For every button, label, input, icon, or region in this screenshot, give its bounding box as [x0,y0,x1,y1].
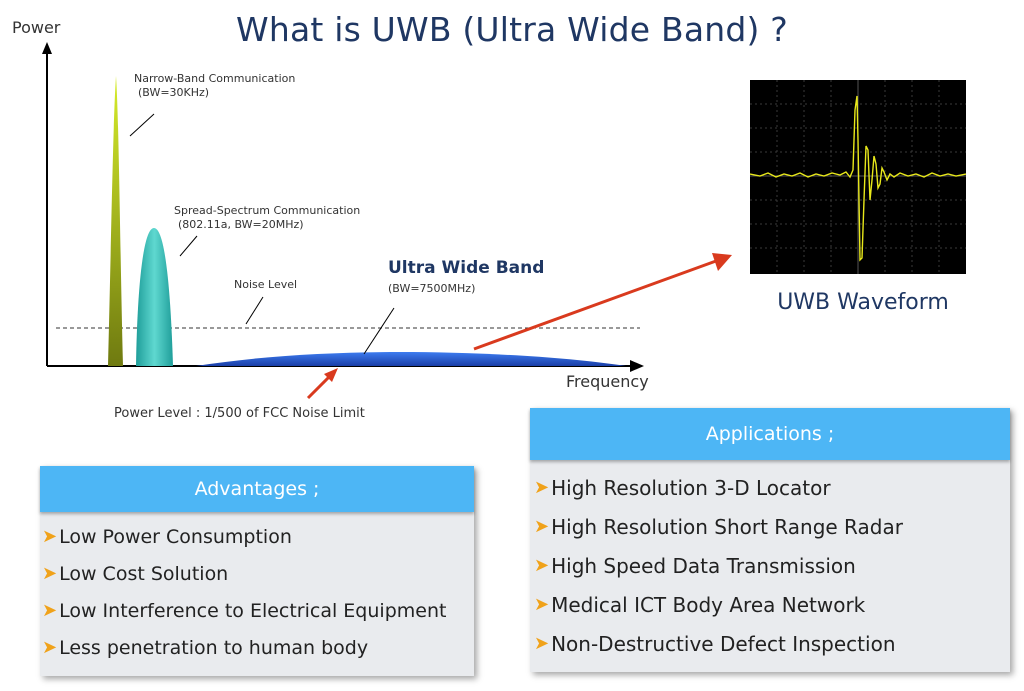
arrow-bullet-icon: ➤ [534,516,550,537]
list-item-text: High Speed Data Transmission [551,553,856,578]
arrow-bullet-icon: ➤ [534,477,550,498]
uwb-waveform-image [749,80,967,274]
noise-level-label: Noise Level [234,278,298,291]
uwb-band [196,352,626,366]
noise-level-leader [245,296,264,325]
oscilloscope-trace [749,80,967,274]
waveform-caption: UWB Waveform [777,290,949,315]
arrow-bullet-icon: ➤ [534,594,550,615]
uwb-label: Ultra Wide Band [388,258,545,278]
y-axis-arrow [42,42,52,54]
narrow-band-bw: (BW=30KHz) [138,86,210,99]
advantages-list: ➤Low Power Consumption ➤Low Cost Solutio… [40,512,474,666]
page-title: What is UWB (Ultra Wide Band) ? [236,10,788,49]
power-level-note: Power Level : 1/500 of FCC Noise Limit [114,406,365,421]
arrow-bullet-icon: ➤ [42,526,58,547]
spread-spectrum-title: Spread-Spectrum Communication [174,204,361,217]
arrow-bullet-icon: ➤ [42,563,58,584]
list-item-text: Low Power Consumption [59,525,292,548]
list-item-text: Medical ICT Body Area Network [551,592,866,617]
list-item-text: High Resolution Short Range Radar [551,514,903,539]
spread-spectrum-leader [179,235,198,257]
spectrum-diagram [42,42,644,400]
narrow-band-title: Narrow-Band Communication [134,72,296,85]
applications-header: Applications ; [530,408,1010,460]
list-item: ➤Medical ICT Body Area Network [530,585,1010,624]
arrow-bullet-icon: ➤ [534,633,550,654]
list-item: ➤High Resolution 3-D Locator [530,468,1010,507]
arrow-bullet-icon: ➤ [534,555,550,576]
list-item-text: High Resolution 3-D Locator [551,475,831,500]
narrow-band-peak [108,76,123,366]
uwb-leader [363,307,395,355]
list-item-text: Low Cost Solution [59,562,229,585]
uwb-bw: (BW=7500MHz) [388,282,476,295]
applications-list: ➤High Resolution 3-D Locator ➤High Resol… [530,460,1010,663]
arrow-bullet-icon: ➤ [42,600,58,621]
power-level-arrow-shaft [306,373,333,400]
list-item: ➤High Speed Data Transmission [530,546,1010,585]
list-item-text: Low Interference to Electrical Equipment [59,599,447,622]
list-item-text: Less penetration to human body [59,636,369,659]
list-item: ➤Non-Destructive Defect Inspection [530,624,1010,663]
list-item: ➤Low Interference to Electrical Equipmen… [40,592,474,629]
spread-spectrum-label: Spread-Spectrum Communication (802.11a, … [174,204,360,232]
advantages-panel: Advantages ; ➤Low Power Consumption ➤Low… [40,466,474,676]
applications-panel: Applications ; ➤High Resolution 3-D Loca… [530,408,1010,672]
power-level-arrow-head [324,368,338,382]
list-item: ➤Low Power Consumption [40,518,474,555]
narrow-band-leader [129,113,155,137]
x-axis-label: Frequency [566,372,649,391]
list-item: ➤High Resolution Short Range Radar [530,507,1010,546]
narrow-band-label: Narrow-Band Communication (BW=30KHz) [134,72,295,100]
list-item-text: Non-Destructive Defect Inspection [551,631,896,656]
advantages-header: Advantages ; [40,466,474,512]
spread-spectrum-lobe [136,228,173,366]
list-item: ➤Less penetration to human body [40,629,474,666]
arrow-bullet-icon: ➤ [42,637,58,658]
waveform-pointer-arrow [473,253,732,351]
list-item: ➤Low Cost Solution [40,555,474,592]
y-axis-label: Power [12,18,61,37]
spread-spectrum-bw: (802.11a, BW=20MHz) [178,218,304,231]
x-axis-arrow [630,360,644,372]
